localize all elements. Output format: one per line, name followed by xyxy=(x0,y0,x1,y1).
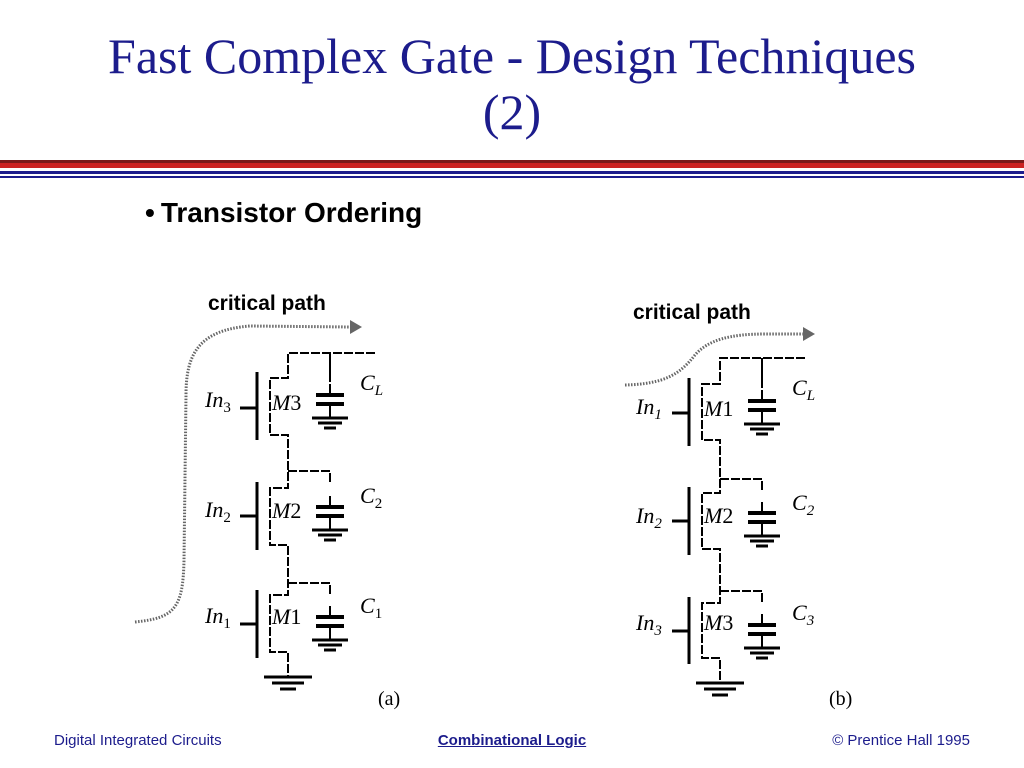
divider-blue xyxy=(0,171,1024,174)
input-label-a-2: In1 xyxy=(204,603,231,632)
device-label-b-0: M1 xyxy=(703,396,733,421)
bullet-item: •Transistor Ordering xyxy=(145,197,422,229)
capacitor-b-c3-icon xyxy=(742,612,782,660)
device-label-b-1: M2 xyxy=(703,503,733,528)
diagram-b: critical path In1 In2 In3 M1 M2 M3 CL C2… xyxy=(624,301,852,710)
footer-copyright: © Prentice Hall 1995 xyxy=(832,732,970,749)
input-label-b-2: In3 xyxy=(635,610,662,639)
input-label-b-0: In1 xyxy=(635,394,662,423)
cap-label-b-1: C2 xyxy=(792,490,815,519)
series-chain-b xyxy=(701,357,805,683)
node-tap-b-2 xyxy=(720,478,763,490)
capacitor-b-c2-icon xyxy=(742,500,782,548)
arrowhead-icon-a xyxy=(350,320,362,334)
device-label-b-2: M3 xyxy=(703,610,733,635)
cap-label-a-2: C1 xyxy=(360,593,382,622)
arrowhead-icon-b xyxy=(803,327,815,341)
cap-label-b-2: C3 xyxy=(792,600,814,629)
input-label-a-0: In3 xyxy=(204,387,231,416)
title-line-1: Fast Complex Gate - Design Techniques xyxy=(108,28,916,84)
device-label-a-0: M3 xyxy=(271,390,301,415)
node-tap-1 xyxy=(288,582,331,594)
diagram-a: critical path In3 In2 In1 M3 M2 M1 C xyxy=(134,292,400,710)
bullet-dot-icon: • xyxy=(145,197,155,228)
input-label-a-1: In2 xyxy=(204,497,231,526)
capacitor-b-cl-icon xyxy=(742,388,782,436)
slide-title: Fast Complex Gate - Design Techniques (2… xyxy=(0,28,1024,140)
critical-path-arrow-b xyxy=(624,332,803,387)
node-tap-b-3 xyxy=(720,590,763,602)
footer-chapter-link[interactable]: Combinational Logic xyxy=(437,732,587,749)
caption-b: (b) xyxy=(829,688,852,710)
caption-a: (a) xyxy=(378,688,400,710)
capacitor-c1-icon xyxy=(310,604,350,652)
divider-red xyxy=(0,163,1024,168)
device-label-a-1: M2 xyxy=(271,498,301,523)
cap-label-b-0: CL xyxy=(792,375,815,404)
cap-label-a-1: C2 xyxy=(360,483,382,512)
critical-path-arrow-a xyxy=(134,324,351,624)
cap-label-a-0: CL xyxy=(360,370,383,399)
device-label-a-2: M1 xyxy=(271,604,301,629)
critical-path-label-a: critical path xyxy=(208,292,326,315)
title-line-2: (2) xyxy=(482,84,542,140)
series-chain-a xyxy=(269,352,375,677)
bullet-text: Transistor Ordering xyxy=(160,197,423,228)
input-label-b-1: In2 xyxy=(635,503,662,532)
critical-path-label-b: critical path xyxy=(633,301,751,324)
footer-course: Digital Integrated Circuits xyxy=(54,732,222,749)
capacitor-cl-icon xyxy=(310,382,350,430)
node-tap-2 xyxy=(288,470,331,482)
divider-dark-red xyxy=(0,160,1024,163)
capacitor-c2-icon xyxy=(310,494,350,542)
divider-blue-thin xyxy=(0,176,1024,178)
